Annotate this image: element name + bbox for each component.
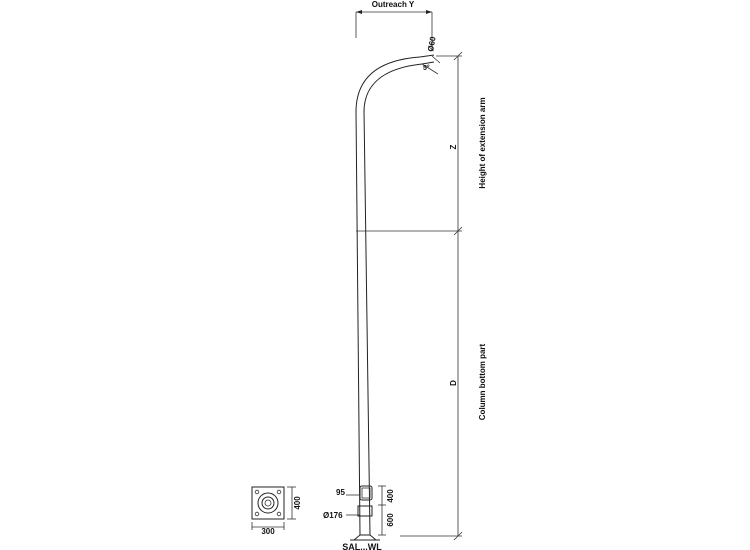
d-dimension-symbol: D — [449, 380, 458, 386]
arm-angle-marker — [421, 55, 441, 75]
door-width-label: 95 — [336, 488, 345, 497]
door-height-label: 400 — [386, 489, 395, 503]
z-dimension-symbol: Z — [449, 144, 458, 149]
base-dimensions — [346, 485, 386, 536]
column-shaft — [355, 109, 371, 536]
base-plate-dimensions — [251, 486, 296, 530]
base-plate-height-label: 400 — [293, 496, 302, 510]
extension-arm — [355, 54, 435, 113]
column-bottom-label: Column bottom part — [478, 343, 487, 420]
outreach-label: Outreach Y — [372, 0, 415, 9]
model-label: SAL...WL — [342, 542, 382, 550]
outreach-dimension — [355, 10, 433, 50]
door-offset-label: 600 — [386, 513, 395, 527]
base-plate-width-label: 300 — [261, 527, 275, 536]
arm-angle-label: 5° — [423, 64, 430, 72]
column-base — [350, 485, 380, 541]
shaft-diameter-label: Ø176 — [323, 511, 343, 520]
extension-height-label: Height of extension arm — [478, 97, 487, 188]
arm-diameter-label: Ø60 — [426, 35, 438, 52]
base-plate-plan — [251, 486, 285, 520]
height-dimension-line — [356, 51, 463, 541]
